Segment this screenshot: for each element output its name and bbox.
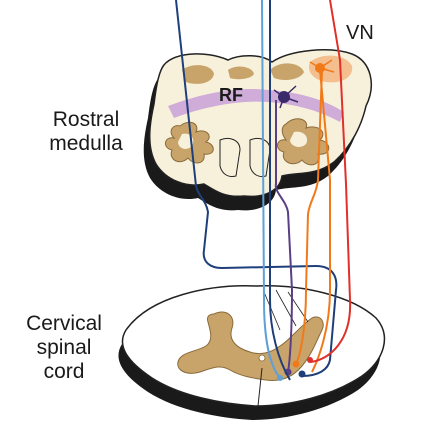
tract-dark-blue-2 [269,0,291,381]
dorsal-gray-left [182,65,214,84]
rf-band [168,88,344,122]
cord-body [121,285,386,407]
tract-purple [274,100,294,373]
tract-orange-1 [295,69,323,365]
label-cervical-line3: cord [43,360,85,384]
ventral-fissure [257,367,263,407]
label-rostral-line2: medulla [49,132,123,156]
label-cervical-spinal-cord: Cervical spinal cord [16,312,112,384]
tract-dark-blue-1 [175,0,338,377]
descending-tracts [175,0,352,381]
pyramid-right [249,137,271,177]
rostral-medulla-section [143,49,373,211]
rf-neuron [273,85,299,109]
tract-orange-2 [311,69,331,373]
label-cervical-line1: Cervical [26,312,102,335]
central-canal [258,354,266,362]
dorsal-gray-right [270,63,304,80]
label-rostral-line1: Rostral [52,108,120,131]
dorsal-gray-mid [228,66,254,80]
olive-left-inner [178,133,194,149]
pyramid-left [219,137,241,177]
tract-light-blue [261,0,281,379]
tract-red [309,0,352,363]
label-vn: VN [346,22,374,44]
label-rf: RF [219,85,243,105]
cord-gray-matter [177,311,324,381]
label-cervical-line2: spinal [36,336,92,360]
olive-right-inner [290,131,308,147]
cervical-cord-section [118,285,386,420]
label-rostral-medulla: Rostral medulla [40,108,132,156]
